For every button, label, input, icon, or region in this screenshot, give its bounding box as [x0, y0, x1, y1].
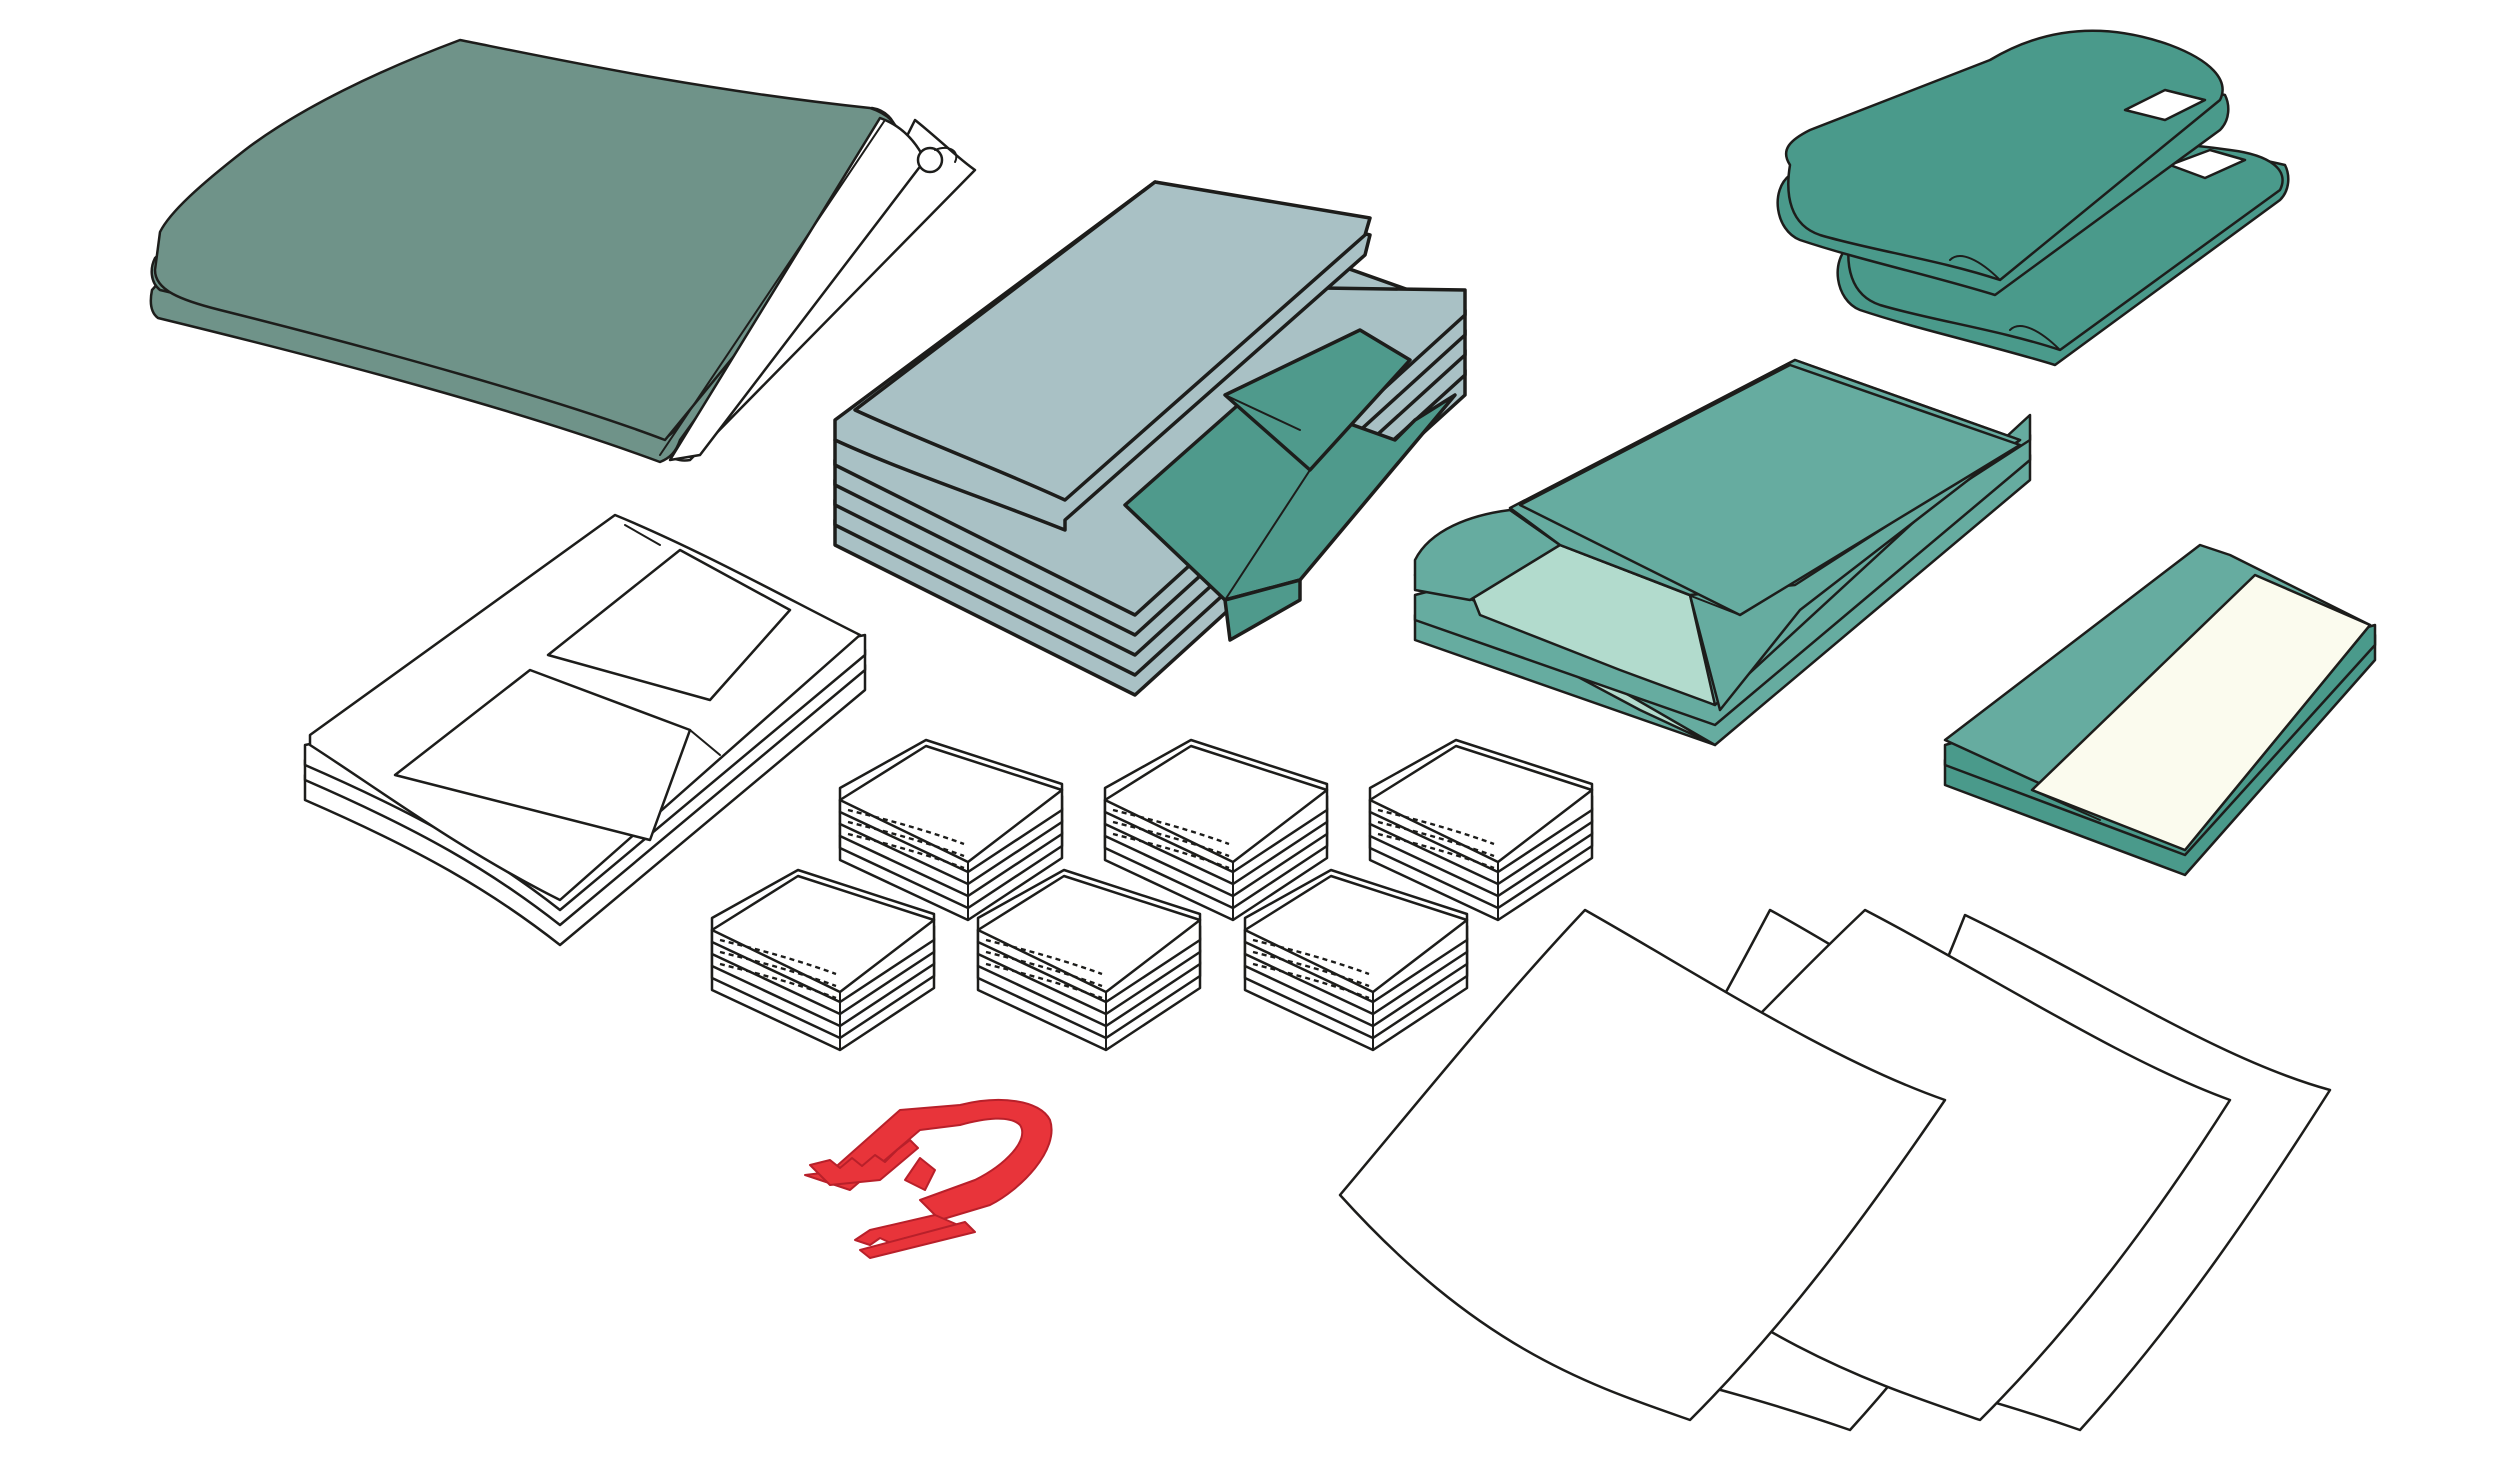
absorbent-sheets — [1338, 908, 2332, 1432]
gauze-swab-icon — [976, 868, 1202, 1052]
folded-gown-icon — [303, 513, 867, 947]
two-tone-drape-icon — [1413, 358, 2032, 747]
towel-clamp-icon — [804, 1099, 1053, 1259]
gauze-swab-stacks — [710, 738, 1594, 1052]
folded-drape-pocket-icon — [833, 180, 1467, 697]
gauze-swab-icon — [710, 868, 936, 1052]
towel-pair-icon — [1776, 29, 2290, 367]
folded-drape-icon — [149, 38, 977, 464]
gauze-swab-icon — [1243, 868, 1469, 1052]
absorbent-sheet-icon — [1338, 908, 1947, 1422]
adhesive-drape-icon — [1943, 543, 2377, 877]
